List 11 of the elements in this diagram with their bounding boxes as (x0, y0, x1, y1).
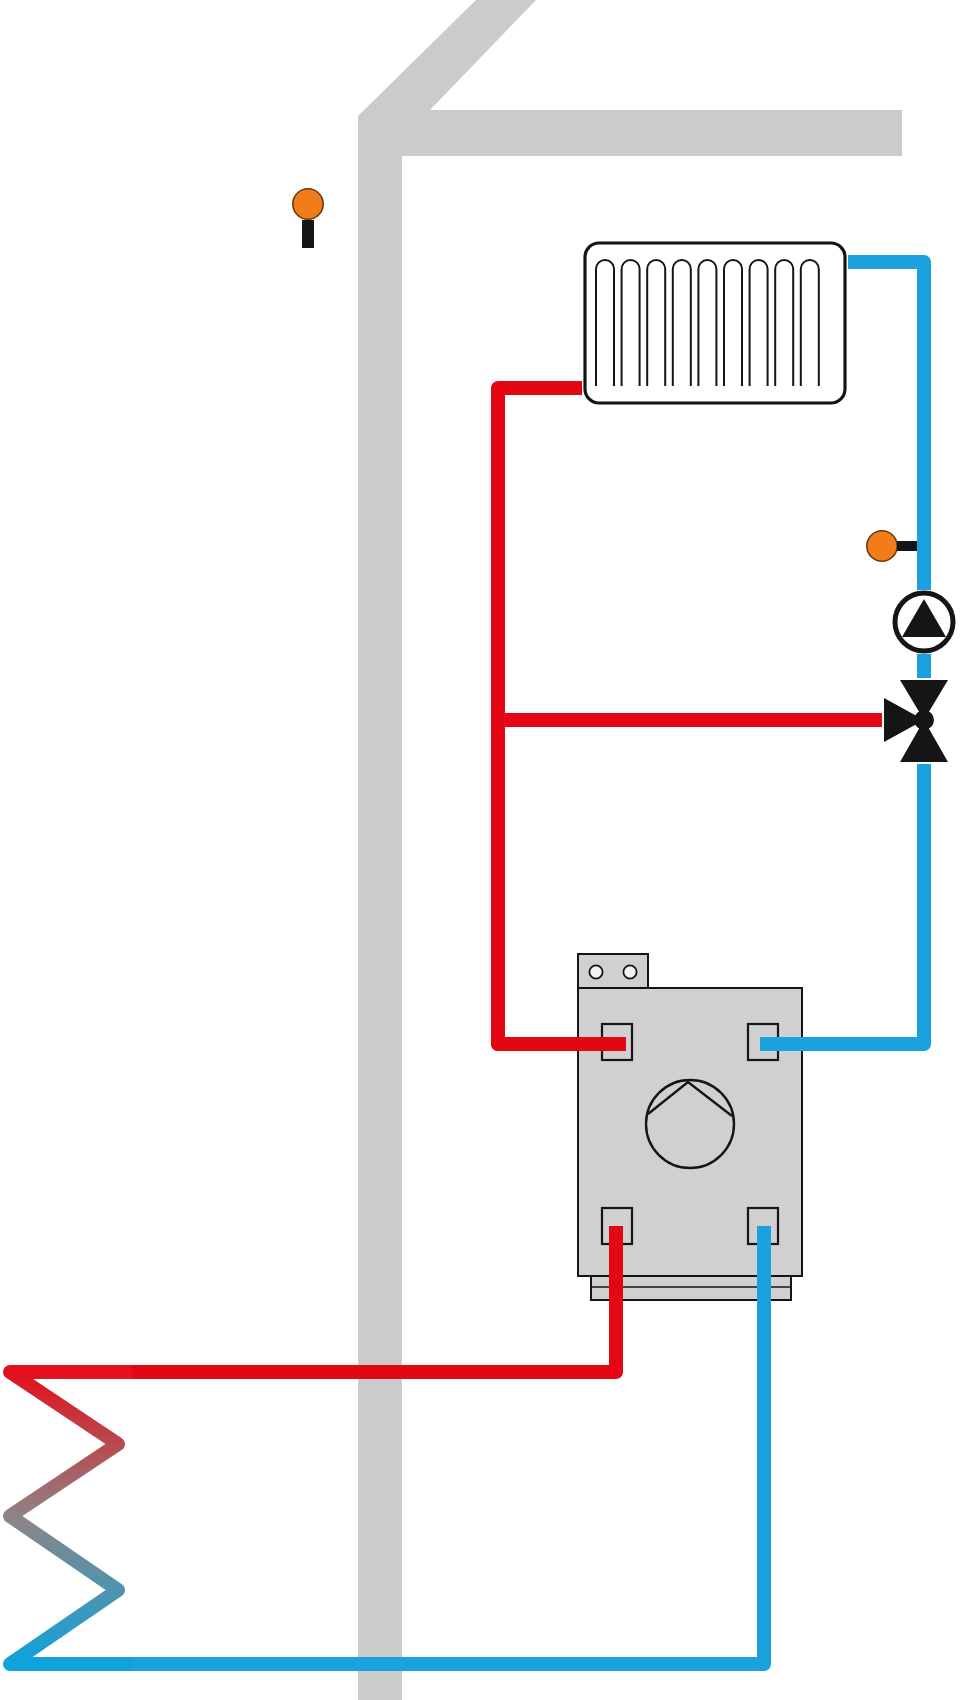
pipe (491, 713, 882, 1051)
pipe (760, 764, 931, 1051)
sensor-icon (290, 186, 326, 250)
pipe (132, 1226, 771, 1671)
valve-symbol (882, 678, 952, 764)
radiator (582, 240, 848, 406)
pipe (848, 255, 931, 590)
pump-symbol (892, 590, 956, 654)
ground-coil (0, 1362, 132, 1674)
pipe (917, 654, 931, 678)
pipe (132, 1226, 623, 1379)
